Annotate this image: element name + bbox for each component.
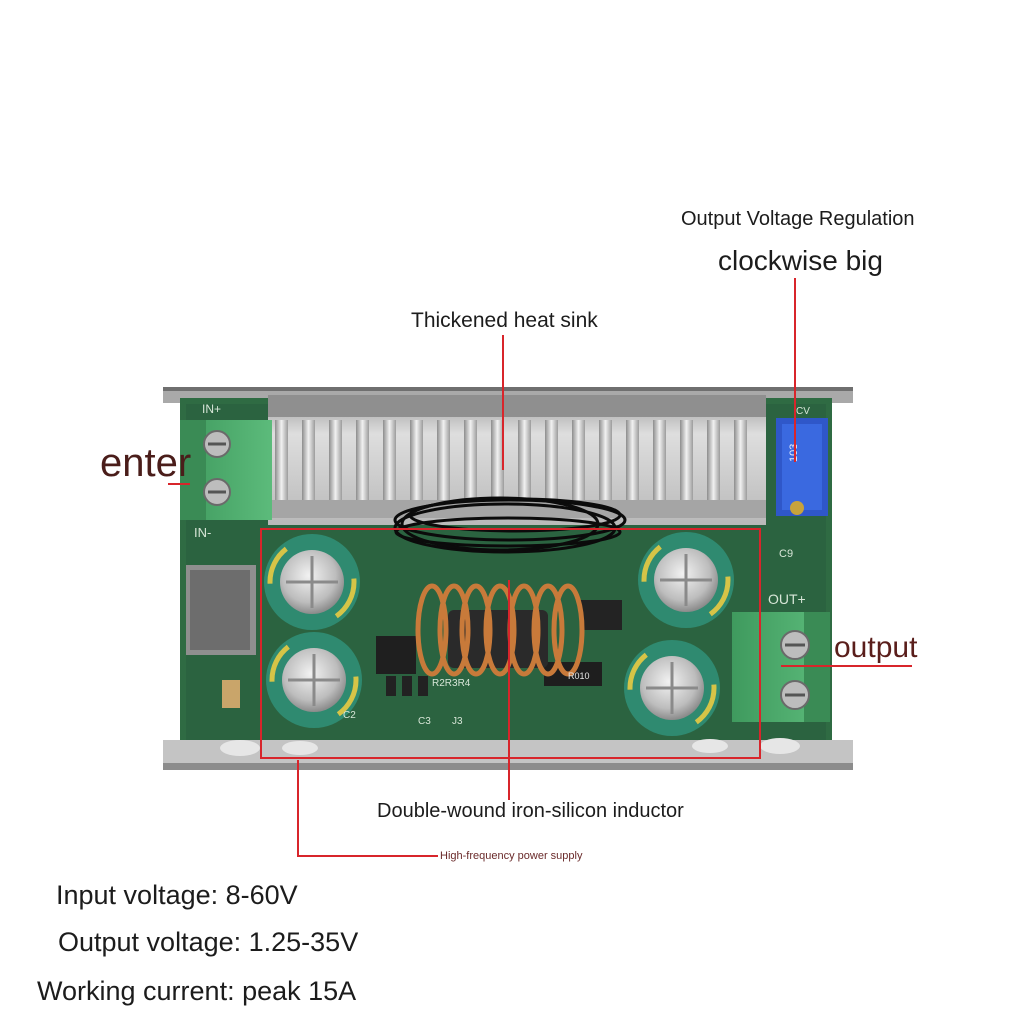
regulation-subtitle: clockwise big <box>718 245 883 276</box>
heat-sink-fin <box>707 420 720 504</box>
silk-r-bank: R2R3R4 <box>432 678 471 689</box>
inductor-winding <box>415 583 449 677</box>
electrolytic-capacitor <box>624 640 720 736</box>
input-terminal <box>180 420 272 520</box>
regulation-title: Output Voltage Regulation <box>681 208 915 230</box>
heat-sink-fin <box>626 420 639 504</box>
heat-sink-fin <box>545 420 558 504</box>
inductor-winding <box>531 583 565 677</box>
heat-sink-fin <box>653 420 666 504</box>
scribble-mark <box>393 496 627 554</box>
spec-input-voltage: Input voltage: 8-60V <box>56 880 298 910</box>
silk-in-plus: IN+ <box>202 402 221 416</box>
silk-c2: C2 <box>343 710 356 721</box>
silk-j3: J3 <box>452 716 463 727</box>
spec-working-current: Working current: peak 15A <box>37 976 357 1006</box>
capacitors <box>264 532 734 736</box>
callout-box-power-supply <box>260 528 761 759</box>
potentiometer <box>776 418 828 516</box>
heat-sink-fin <box>734 420 747 504</box>
heat-sink-fin <box>464 420 477 504</box>
silk-in-minus: IN- <box>194 525 211 540</box>
heat-sink-fin <box>383 420 396 504</box>
inductor-winding <box>459 583 493 677</box>
electrolytic-capacitor <box>638 532 734 628</box>
heat-sink-fin <box>356 420 369 504</box>
inductor-winding <box>483 583 517 677</box>
inductor-winding <box>551 583 585 677</box>
inductor-label: Double-wound iron-silicon inductor <box>377 800 684 822</box>
enter-label: enter <box>100 441 192 485</box>
heat-sink-label: Thickened heat sink <box>411 309 598 332</box>
silk-c9: C9 <box>779 548 793 560</box>
leader-power-supply <box>297 760 438 857</box>
electrolytic-capacitor <box>266 632 362 728</box>
silk-out-plus: OUT+ <box>768 591 806 607</box>
heat-sink <box>268 395 766 525</box>
electrolytic-capacitor <box>264 534 360 630</box>
heat-sink-fin <box>599 420 612 504</box>
heat-sink-fin <box>518 420 531 504</box>
callout-lines <box>168 278 912 857</box>
heat-sink-fin <box>680 420 693 504</box>
silk-c3: C3 <box>418 716 431 727</box>
heat-sink-fin <box>572 420 585 504</box>
heat-sink-fin <box>410 420 423 504</box>
heat-sink-fin <box>491 420 504 504</box>
heat-sink-fin <box>275 420 288 504</box>
inductor-winding <box>437 583 471 677</box>
spec-output-voltage: Output voltage: 1.25-35V <box>58 927 359 957</box>
diode <box>222 680 240 708</box>
controller-ic <box>376 636 416 674</box>
output-label: output <box>834 631 918 664</box>
silk-r010: R010 <box>568 671 590 681</box>
heat-sink-fin <box>329 420 342 504</box>
power-supply-label: High-frequency power supply <box>440 850 583 862</box>
heat-sink-fin <box>302 420 315 504</box>
heat-sink-fin <box>437 420 450 504</box>
silk-cv: CV <box>796 406 810 417</box>
